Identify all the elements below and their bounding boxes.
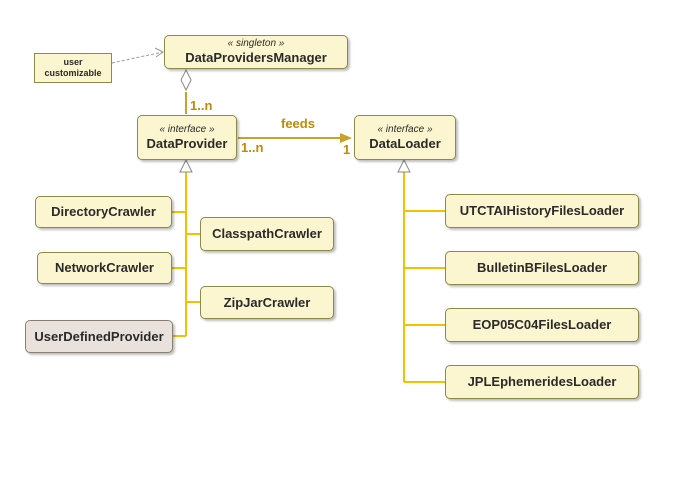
network-crawler-class: NetworkCrawler xyxy=(37,252,172,284)
manager-stereotype: « singleton » xyxy=(227,38,285,49)
classpath-crawler-class: ClasspathCrawler xyxy=(200,217,334,251)
bulletin-b-loader-class: BulletinBFilesLoader xyxy=(445,251,639,285)
feeds-arrowhead xyxy=(340,133,352,143)
data-provider-interface: « interface » DataProvider xyxy=(137,115,237,160)
provider-name: DataProvider xyxy=(146,135,228,151)
provider-inheritance xyxy=(172,172,200,337)
note-line-2: customizable xyxy=(44,68,102,78)
user-customizable-note: user customizable xyxy=(34,53,112,83)
loader-inheritance xyxy=(403,172,445,383)
jpl-loader-class: JPLEphemeridesLoader xyxy=(445,365,639,399)
aggregation-multiplicity: 1..n xyxy=(190,98,213,113)
jpl-loader-name: JPLEphemeridesLoader xyxy=(467,374,617,389)
bulletin-b-loader-name: BulletinBFilesLoader xyxy=(476,260,608,275)
zipjar-crawler-name: ZipJarCrawler xyxy=(223,294,311,310)
note-link-arrowhead xyxy=(154,47,164,58)
provider-generalization-arrow xyxy=(179,158,193,173)
eop-loader-name: EOP05C04FilesLoader xyxy=(472,317,612,332)
manager-name: DataProvidersManager xyxy=(185,50,327,65)
data-providers-manager-class: « singleton » DataProvidersManager xyxy=(164,35,348,69)
note-link xyxy=(111,51,164,64)
loader-stereotype: « interface » xyxy=(377,123,433,135)
utc-tai-loader-name: UTCTAIHistoryFilesLoader xyxy=(459,203,625,218)
classpath-crawler-name: ClasspathCrawler xyxy=(212,226,322,241)
feeds-source-multiplicity: 1..n xyxy=(241,140,264,155)
aggregation-diamond xyxy=(180,68,192,92)
note-line-1: user xyxy=(63,57,83,67)
network-crawler-name: NetworkCrawler xyxy=(55,260,154,275)
directory-crawler-name: DirectoryCrawler xyxy=(51,204,156,219)
data-loader-interface: « interface » DataLoader xyxy=(354,115,456,160)
user-defined-provider-name: UserDefinedProvider xyxy=(34,328,164,344)
utc-tai-loader-class: UTCTAIHistoryFilesLoader xyxy=(445,194,639,228)
user-defined-provider-class: UserDefinedProvider xyxy=(25,320,173,353)
zipjar-crawler-class: ZipJarCrawler xyxy=(200,286,334,319)
provider-stereotype: « interface » xyxy=(159,123,215,135)
directory-crawler-class: DirectoryCrawler xyxy=(35,196,172,228)
loader-name: DataLoader xyxy=(369,135,441,151)
eop-loader-class: EOP05C04FilesLoader xyxy=(445,308,639,342)
feeds-label: feeds xyxy=(281,116,315,131)
feeds-target-multiplicity: 1 xyxy=(343,142,351,157)
loader-generalization-arrow xyxy=(397,158,411,173)
